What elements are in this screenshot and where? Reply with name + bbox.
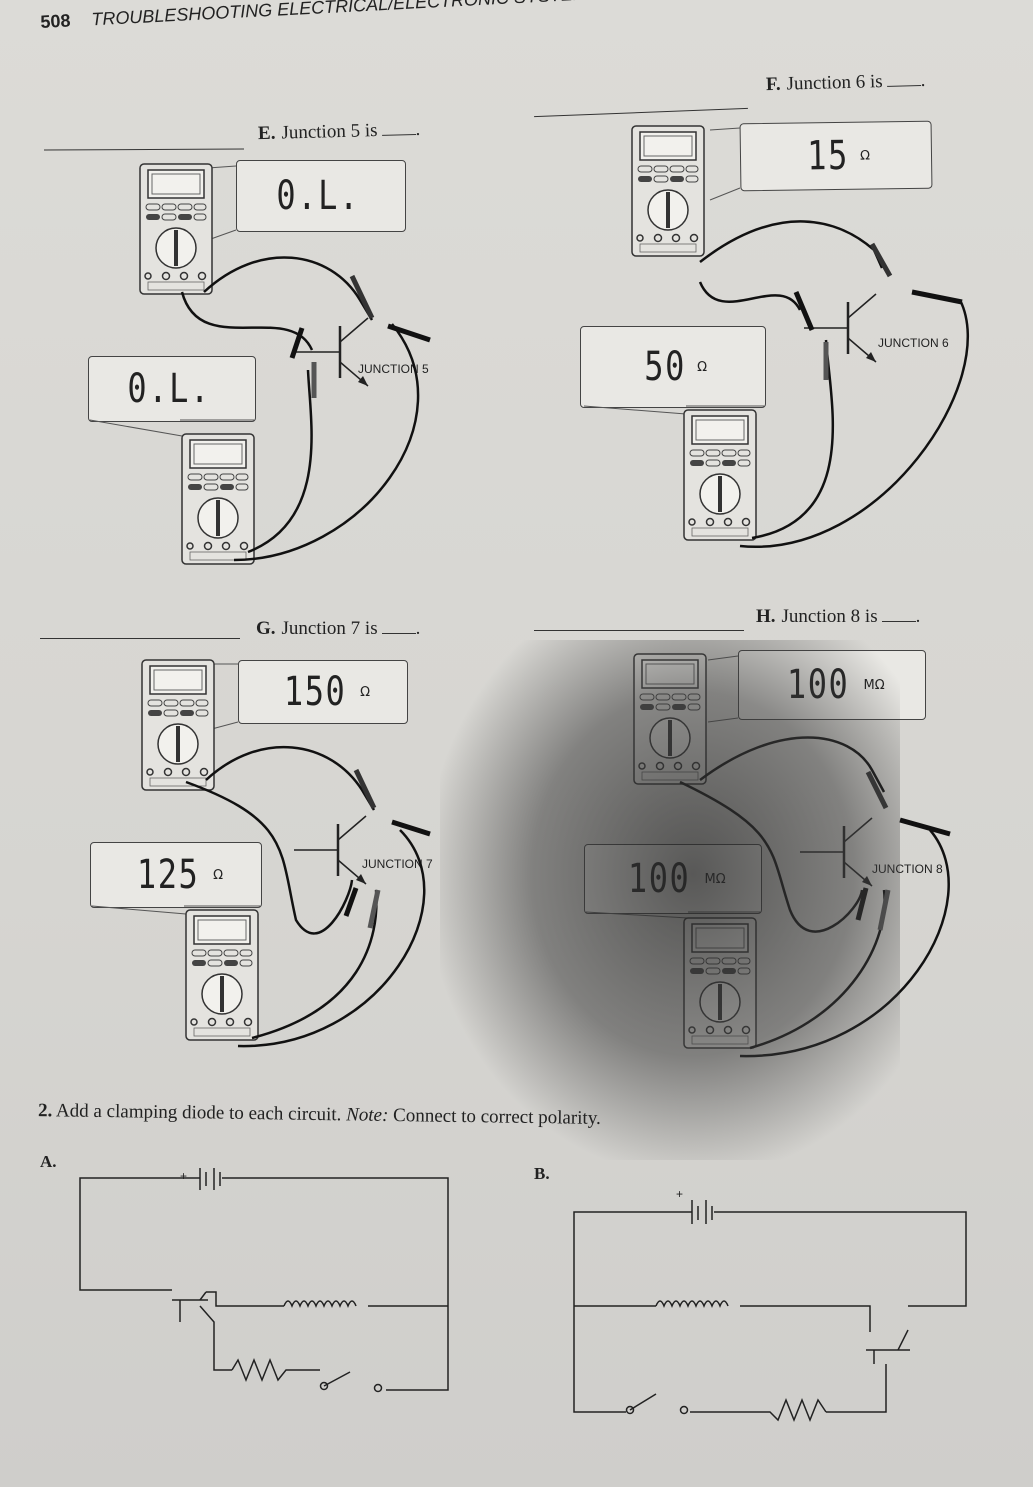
question-text: Junction 6 is [786, 71, 883, 95]
note-text: Connect to correct polarity. [392, 1105, 601, 1129]
junction-label-7: JUNCTION 7 [362, 857, 433, 871]
reading-display-f-bottom: 50 Ω [580, 326, 766, 408]
reading-value: 125 [136, 852, 200, 898]
reading-display-f-top: 15 Ω [739, 120, 933, 192]
reading-unit: Ω [360, 684, 371, 700]
junction-label-6: JUNCTION 6 [878, 336, 949, 350]
note-label: Note: [345, 1104, 389, 1126]
page-header: 508 TROUBLESHOOTING ELECTRICAL/ELECTRONI… [40, 0, 641, 52]
question-text: Junction 8 is [781, 606, 878, 627]
question-text: Junction 7 is [281, 618, 378, 639]
question-e: E.Junction 5 is. [257, 118, 421, 145]
reading-value: 100 [628, 856, 691, 902]
question-letter: F. [765, 73, 781, 96]
reading-display-e-top: 0.L. [236, 160, 406, 232]
junction-label-5: JUNCTION 5 [358, 362, 429, 376]
circuit-a-label: A. [40, 1152, 57, 1171]
page-title: TROUBLESHOOTING ELECTRICAL/ELECTRONIC SY… [90, 0, 601, 30]
reading-unit: Ω [860, 148, 871, 164]
question-2-number: 2. [37, 1100, 53, 1122]
reading-value: 50 [644, 344, 686, 390]
answer-line-e[interactable] [43, 148, 245, 151]
question-f: F.Junction 6 is. [765, 69, 926, 96]
reading-unit: MΩ [863, 677, 885, 693]
reading-unit: Ω [213, 867, 224, 883]
answer-line-g[interactable] [40, 638, 240, 639]
blank-line[interactable] [881, 621, 916, 622]
blank-line[interactable] [886, 85, 921, 87]
answer-line-f[interactable] [534, 107, 748, 118]
reading-display-e-bottom: 0.L. [88, 356, 256, 422]
battery-plus-b: + [676, 1187, 683, 1201]
battery-plus-a: + [180, 1169, 187, 1183]
reading-unit: Ω [697, 359, 708, 375]
blank-line[interactable] [381, 133, 416, 136]
blank-line[interactable] [381, 633, 416, 634]
page-number: 508 [39, 10, 71, 33]
reading-display-g-top: 150 Ω [238, 660, 408, 724]
reading-display-h-bottom: 100 MΩ [584, 844, 762, 914]
reading-display-g-bottom: 125 Ω [90, 842, 262, 908]
question-letter: H. [756, 606, 776, 627]
reading-value: 150 [283, 669, 347, 715]
question-letter: E. [257, 122, 276, 145]
reading-value: 15 [806, 132, 850, 180]
question-g: G.Junction 7 is. [256, 618, 421, 639]
junction-label-8: JUNCTION 8 [872, 862, 943, 876]
reading-value: 0.L. [276, 173, 360, 219]
reading-value: 100 [787, 662, 850, 708]
question-2: 2. Add a clamping diode to each circuit.… [38, 1100, 601, 1130]
question-text: Junction 5 is [281, 119, 378, 144]
question-h: H.Junction 8 is. [756, 606, 921, 627]
question-letter: G. [256, 618, 276, 639]
question-2-text: Add a clamping diode to each circuit. [55, 1100, 342, 1126]
circuit-b-label: B. [534, 1164, 550, 1183]
reading-value: 0.L. [127, 366, 211, 412]
reading-unit: MΩ [704, 871, 726, 887]
reading-display-h-top: 100 MΩ [738, 650, 926, 720]
answer-line-h[interactable] [534, 630, 744, 631]
